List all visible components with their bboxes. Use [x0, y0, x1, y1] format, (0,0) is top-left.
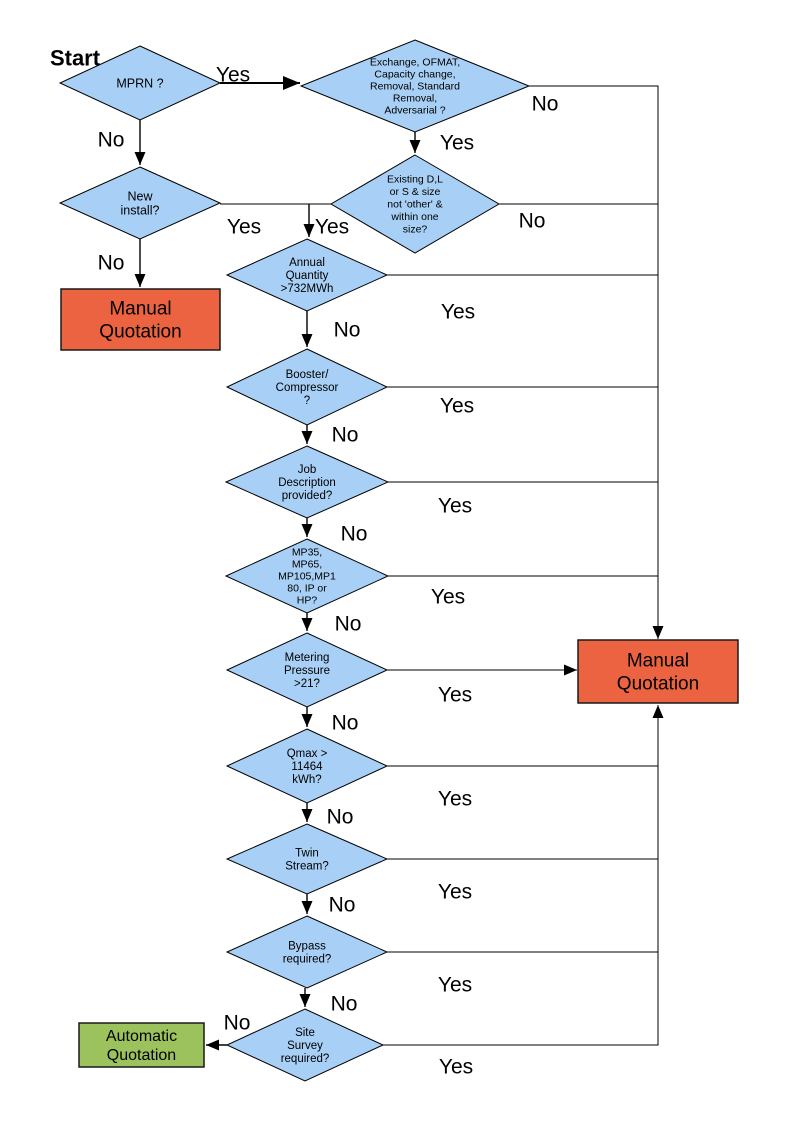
label-bypass-yes: Yes	[438, 973, 472, 996]
label-mprn-yes: Yes	[216, 63, 250, 86]
mp35-diamond-shape	[224, 538, 390, 614]
label-qmax-no: No	[327, 805, 354, 828]
qmax-diamond-shape	[225, 728, 389, 804]
nodes-layer: MPRN ? Exchange, OFMAT,Capacity change,Re…	[58, 39, 739, 1082]
label-metering-yes: Yes	[438, 683, 472, 706]
label-exchange-no: No	[532, 92, 559, 115]
label-exchange-yes: Yes	[440, 131, 474, 154]
label-job-no: No	[341, 522, 368, 545]
decision-mprn: MPRN ?	[58, 45, 222, 121]
label-bypass-no: No	[331, 992, 358, 1015]
label-survey-yes: Yes	[439, 1055, 473, 1078]
booster-diamond-shape	[225, 348, 389, 426]
edge-exchange-no-rail	[529, 85, 664, 639]
manual-right-box-shape	[577, 639, 739, 704]
annual-diamond-shape	[225, 238, 389, 312]
label-newinstall-yes: Yes	[227, 215, 261, 238]
booster-label: Booster/Compressor?	[276, 369, 339, 407]
decision-booster: Booster/Compressor?	[225, 348, 389, 426]
manual-left-box-shape	[60, 288, 221, 351]
label-annual-no: No	[334, 318, 361, 341]
new-install-diamond-shape	[58, 166, 222, 240]
label-newinstall-no: No	[98, 251, 125, 274]
mprn-label: MPRN ?	[116, 76, 163, 90]
label-booster-yes: Yes	[440, 394, 474, 417]
exchange-label: Exchange, OFMAT,Capacity change,Removal,…	[370, 57, 460, 117]
label-mp35-no: No	[335, 612, 362, 635]
label-metering-no: No	[332, 711, 359, 734]
label-twin-yes: Yes	[438, 880, 472, 903]
twin-diamond-shape	[225, 823, 389, 895]
existing-diamond-shape	[330, 154, 500, 254]
edges-layer	[134, 76, 664, 1051]
auto-box-shape	[78, 1022, 205, 1068]
label-existing-no: No	[519, 209, 546, 232]
label-mp35-yes: Yes	[431, 585, 465, 608]
metering-diamond-shape	[225, 632, 389, 708]
mprn-diamond-shape	[58, 45, 222, 121]
label-qmax-yes: Yes	[438, 787, 472, 810]
edge-survey-yes-rail	[383, 705, 664, 1046]
label-job-yes: Yes	[438, 494, 472, 517]
label-existing-yes: Yes	[315, 215, 349, 238]
label-booster-no: No	[332, 423, 359, 446]
label-start: Start	[50, 46, 101, 71]
label-mprn-no: No	[98, 128, 125, 151]
survey-diamond-shape	[225, 1008, 385, 1082]
label-annual-yes: Yes	[441, 300, 475, 323]
label-survey-no: No	[224, 1011, 251, 1034]
bypass-diamond-shape	[225, 915, 389, 989]
exchange-diamond-shape	[299, 39, 531, 133]
decision-exchange: Exchange, OFMAT,Capacity change,Removal,…	[299, 39, 531, 133]
job-diamond-shape	[224, 445, 390, 519]
label-twin-no: No	[329, 893, 356, 916]
